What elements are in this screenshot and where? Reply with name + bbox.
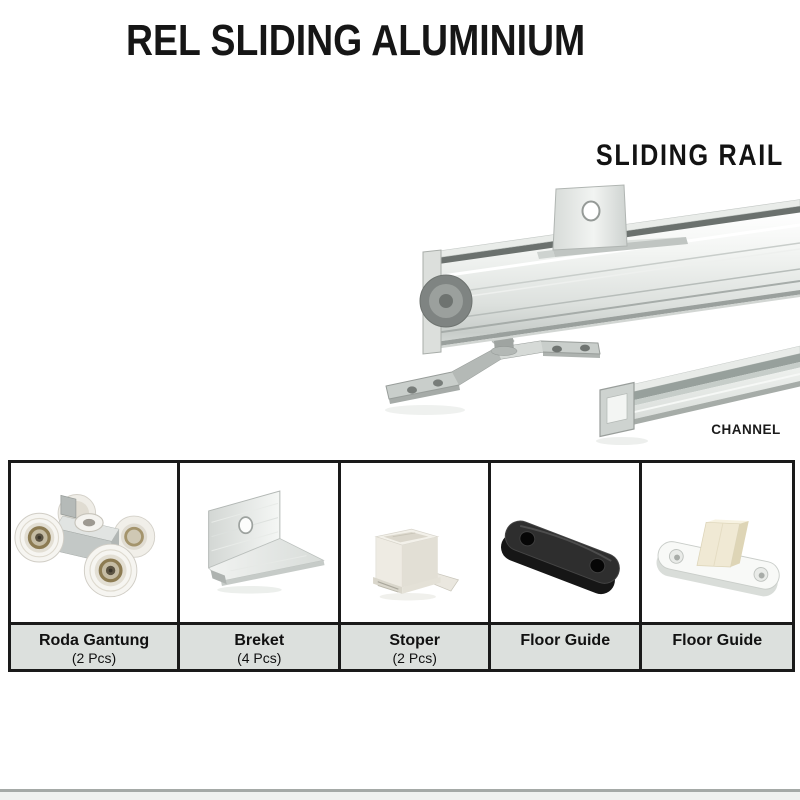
bracket-hole: [552, 345, 562, 353]
bracket-hole: [238, 516, 254, 535]
part-cell-breket: Breket (4 Pcs): [180, 463, 339, 669]
part-label: Stoper (2 Pcs): [341, 622, 488, 669]
part-name: Roda Gantung: [38, 632, 150, 649]
part-qty: (4 Pcs): [237, 650, 282, 666]
bracket-screw-hole: [581, 200, 601, 222]
bracket-hole: [580, 344, 590, 352]
part-qty: (2 Pcs): [392, 650, 437, 666]
part-label: Breket (4 Pcs): [180, 622, 339, 669]
bracket-hole: [407, 386, 417, 394]
part-label: Roda Gantung (2 Pcs): [11, 622, 178, 669]
top-mounting-bracket: [537, 184, 688, 259]
floor-guide-black-icon: [500, 520, 620, 595]
part-photo: [341, 463, 488, 622]
page-title: REL SLIDING ALUMINIUM: [126, 16, 586, 65]
part-name: Floor Guide: [520, 632, 611, 649]
rail-roller-wheel: [419, 274, 473, 328]
channel-label: CHANNEL: [711, 422, 781, 437]
hanging-roller-icon: [14, 494, 156, 598]
part-photo: [642, 463, 792, 622]
part-cell-floor-guide-white: Floor Guide: [642, 463, 792, 669]
part-cell-floor-guide-black: Floor Guide: [490, 463, 640, 669]
stopper-icon: [373, 528, 460, 601]
bottom-strip: [0, 792, 800, 800]
bottom-divider: [0, 789, 800, 792]
bracket-hole: [433, 379, 443, 387]
l-bracket-icon: [208, 490, 325, 594]
sliding-rail-label: SLIDING RAIL: [595, 139, 784, 172]
photo-shadows: [385, 405, 648, 445]
part-label: Floor Guide: [490, 622, 640, 669]
part-photo: [490, 463, 640, 622]
part-name: Stoper: [389, 632, 441, 649]
floor-guide-white-icon: [656, 519, 781, 597]
sliding-rail-photo: CHANNEL: [385, 184, 800, 445]
part-photo: [11, 463, 178, 622]
door-strap-bracket: [385, 340, 601, 404]
part-photo: [180, 463, 339, 622]
part-name: Floor Guide: [672, 632, 763, 649]
channel-profile-photo: [599, 345, 800, 438]
part-qty: (2 Pcs): [71, 650, 117, 666]
part-name: Breket: [234, 632, 285, 649]
part-label: Floor Guide: [642, 622, 792, 669]
part-cell-stoper: Stoper (2 Pcs): [341, 463, 488, 669]
part-cell-roda-gantung: Roda Gantung (2 Pcs): [11, 463, 178, 669]
parts-table: Roda Gantung (2 Pcs): [8, 460, 795, 672]
